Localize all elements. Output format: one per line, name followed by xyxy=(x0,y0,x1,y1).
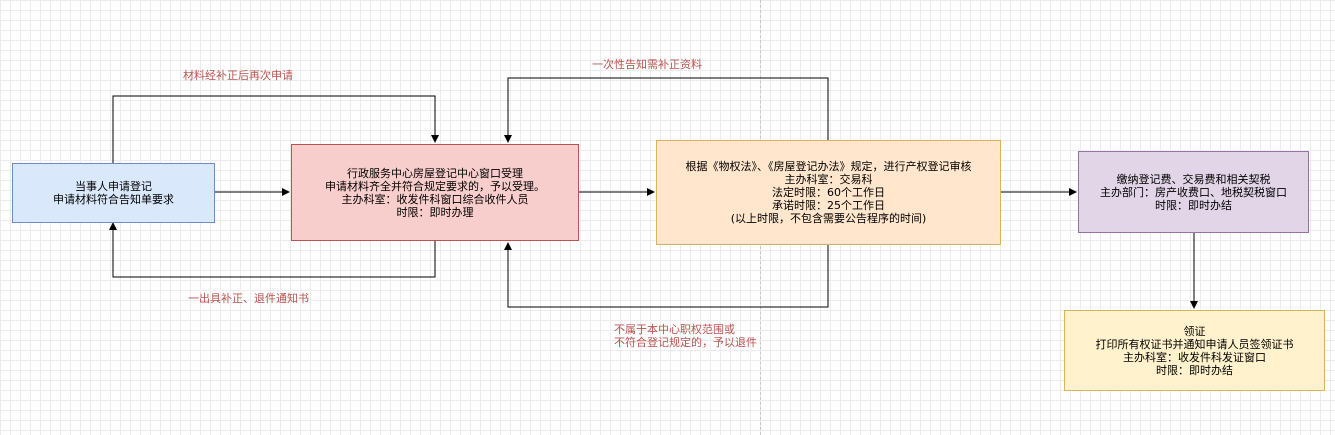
review-text-line: 主办科室：交易科 xyxy=(784,173,873,186)
edge-resubmit-loop xyxy=(112,95,439,163)
reject-label: 不属于本中心职权范围或不符合登记规定的，予以退件 xyxy=(614,323,757,349)
certificate-collection-node[interactable]: 领证打印所有权证书并通知申请人员签领证书主办科室：收发件科发证窗口时限：即时办结 xyxy=(1064,310,1325,391)
review-text-line: 根据《物权法》、《房屋登记办法》规定，进行产权登记审核 xyxy=(685,160,972,173)
payment-text-line: 时限：即时办结 xyxy=(1155,198,1232,212)
ownership-review-node[interactable]: 根据《物权法》、《房屋登记办法》规定，进行产权登记审核主办科室：交易科法定时限：… xyxy=(656,140,1001,245)
payment-text-line: 缴纳登记费、交易费和相关契税 xyxy=(1116,172,1271,186)
collect-text-line: 领证 xyxy=(1183,324,1206,338)
fee-payment-node[interactable]: 缴纳登记费、交易费和相关契税主办部门：房产收费口、地税契税窗口时限：即时办结 xyxy=(1078,151,1309,233)
correction_notice-label-line: 一出具补正、退件通知书 xyxy=(188,292,309,305)
acceptance-text-line: 时限：即时办理 xyxy=(396,205,474,219)
acceptance-text-line: 申请材料齐全并符合规定要求的，予以受理。 xyxy=(325,179,545,193)
resubmit-label: 材料经补正后再次申请 xyxy=(183,69,293,82)
edge-correction-return xyxy=(109,222,436,278)
edge-one-time-notice xyxy=(504,77,829,143)
acceptance-text-line: 行政服务中心房屋登记中心窗口受理 xyxy=(347,166,523,180)
edge-reject-return xyxy=(504,242,829,308)
reject-label-line: 不符合登记规定的，予以退件 xyxy=(614,336,757,349)
collect-text-line: 时限：即时办结 xyxy=(1156,363,1233,377)
applicant-text-line: 申请材料符合告知单要求 xyxy=(53,193,174,206)
payment-text-line: 主办部门：房产收费口、地税契税窗口 xyxy=(1100,185,1287,199)
correction-notice-label: 一出具补正、退件通知书 xyxy=(188,292,309,305)
reject-label-line: 不属于本中心职权范围或 xyxy=(614,323,735,336)
collect-text-line: 主办科室：收发件科发证窗口 xyxy=(1123,350,1266,364)
acceptance-window-node[interactable]: 行政服务中心房屋登记中心窗口受理申请材料齐全并符合规定要求的，予以受理。主办科室… xyxy=(291,144,579,241)
applicant-node[interactable]: 当事人申请登记申请材料符合告知单要求 xyxy=(12,163,215,223)
one-time-notice-label: 一次性告知需补正资料 xyxy=(592,58,702,71)
applicant-text-line: 当事人申请登记 xyxy=(75,180,152,193)
collect-text-line: 打印所有权证书并通知申请人员签领证书 xyxy=(1095,337,1294,351)
one_time_notice-label-line: 一次性告知需补正资料 xyxy=(592,58,702,71)
acceptance-text-line: 主办科室：收发件科窗口综合收件人员 xyxy=(341,192,529,206)
review-text-line: 承诺时限：25个工作日 xyxy=(772,199,885,212)
resubmit-label-line: 材料经补正后再次申请 xyxy=(183,69,293,82)
review-text-line: (以上时限，不包含需要公告程序的时间) xyxy=(730,212,927,225)
review-text-line: 法定时限：60个工作日 xyxy=(772,186,885,199)
